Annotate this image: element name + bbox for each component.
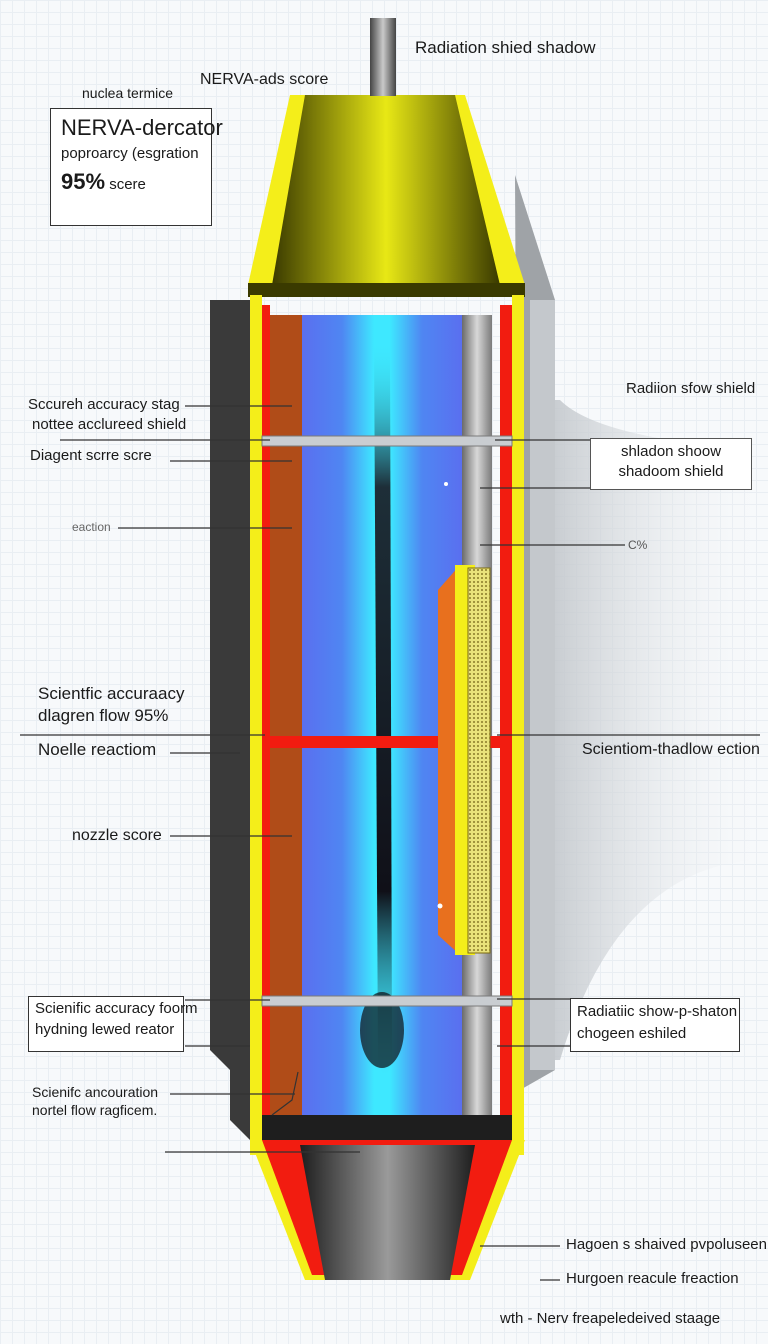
moderator-column [270, 315, 302, 1115]
info-box-top-left: NERVA-dercator poproarcy (esgration 95% … [50, 108, 223, 226]
label-left-7a: Scienifc ancouration [32, 1084, 159, 1100]
label-right-2: C% [628, 538, 648, 552]
box-bl-line-2: hydning lewed reator [35, 1021, 175, 1038]
label-bottom-2: Hurgoen reacule freaction [566, 1270, 739, 1287]
nozzle-throat [300, 1145, 475, 1280]
box-title: NERVA-dercator [61, 115, 223, 140]
label-left-4b: dlagren flow 95% [38, 706, 169, 725]
box-score-text: scere [109, 176, 146, 194]
label-left-1a: Sccureh accuracy stag [28, 396, 180, 413]
label-left-4a: Scientfic accuraacy [38, 684, 185, 703]
box-r2-line-2: chogeen eshiled [577, 1025, 687, 1042]
top-cap [272, 95, 500, 285]
label-left-2: Diagent scrre scre [30, 447, 152, 464]
label-nuclear-termice: nuclea termice [82, 85, 174, 101]
label-right-3: Scientiom-thadlow ection [582, 741, 760, 758]
box-line-3: 95% scere [61, 169, 201, 195]
top-rod [370, 18, 396, 96]
label-left-3: eaction [72, 520, 111, 534]
box-line-2: poproarcy (esgration [61, 145, 199, 163]
info-box-bottom-left: Scienific accuracy foorm hydning lewed r… [28, 996, 198, 1052]
label-left-1b: nottee acclureed shield [32, 416, 187, 433]
box-r1-line-1: shladon shoow [620, 443, 722, 460]
label-left-5: Noelle reactiom [38, 740, 157, 759]
label-nerva-ads-score: NERVA-ads score [200, 71, 329, 88]
reactor-core [374, 340, 392, 1075]
box-bl-line-1: Scienific accuracy foorm [35, 1000, 198, 1017]
info-box-right-1: shladon shoow shadoom shield [590, 438, 752, 490]
outer-hull-left [210, 300, 250, 1140]
label-left-7b: nortel flow ragficem. [32, 1102, 158, 1118]
label-bottom-3: wth - Nerv freapeledeived staage [500, 1310, 721, 1327]
label-left-6: nozzle score [72, 827, 162, 844]
label-bottom-1: Hagoen s shaived pvpoluseen [566, 1236, 767, 1253]
label-right-1: Radiion sfow shield [626, 380, 756, 397]
info-box-right-2: Radiatiic show-p-shaton chogeen eshiled [570, 998, 740, 1052]
box-r1-line-2: shadoom shield [618, 463, 724, 480]
box-score-number: 95% [61, 169, 106, 195]
radiation-shadow [520, 400, 768, 1060]
box-r2-line-1: Radiatiic show-p-shaton [577, 1003, 738, 1020]
label-radiation-shield-shadow: Radiation shied shadow [415, 38, 596, 57]
